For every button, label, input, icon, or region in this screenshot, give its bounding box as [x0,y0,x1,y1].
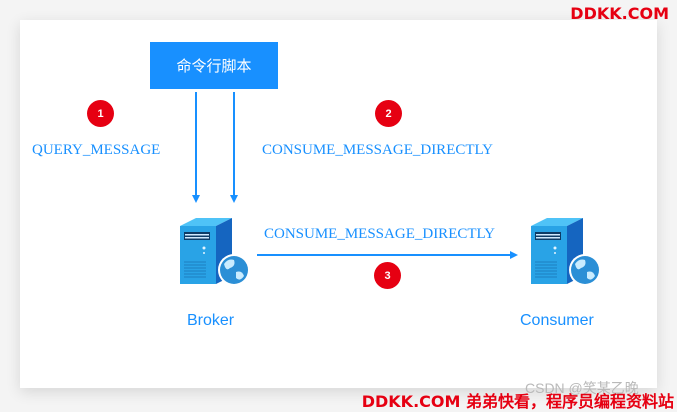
step-label-consume-direct-2: CONSUME_MESSAGE_DIRECTLY [262,142,494,158]
step-badge-1: 1 [87,100,114,127]
watermark-top-right: DDKK.COM [570,4,669,23]
step-badge-2: 2 [375,100,402,127]
watermark-bottom: DDKK.COM 弟弟快看，程序员编程资料站 [361,392,674,411]
step-label-query-message: QUERY_MESSAGE [32,142,161,158]
server-globe-icon [531,218,601,286]
node-label-broker: Broker [187,312,235,329]
watermark-csdn: CSDN @笑某乙晚 [525,380,639,396]
step-label-consume-direct-3: CONSUME_MESSAGE_DIRECTLY [264,226,496,242]
step-number-3: 3 [384,269,391,282]
command-box-label: 命令行脚本 [176,57,252,75]
server-globe-icon [180,218,250,286]
command-line-script-box: 命令行脚本 [150,42,278,89]
step-number-2: 2 [385,107,392,120]
step-badge-3: 3 [374,262,401,289]
step-number-1: 1 [97,107,104,120]
node-label-consumer: Consumer [520,312,594,329]
diagram-canvas [20,20,657,388]
